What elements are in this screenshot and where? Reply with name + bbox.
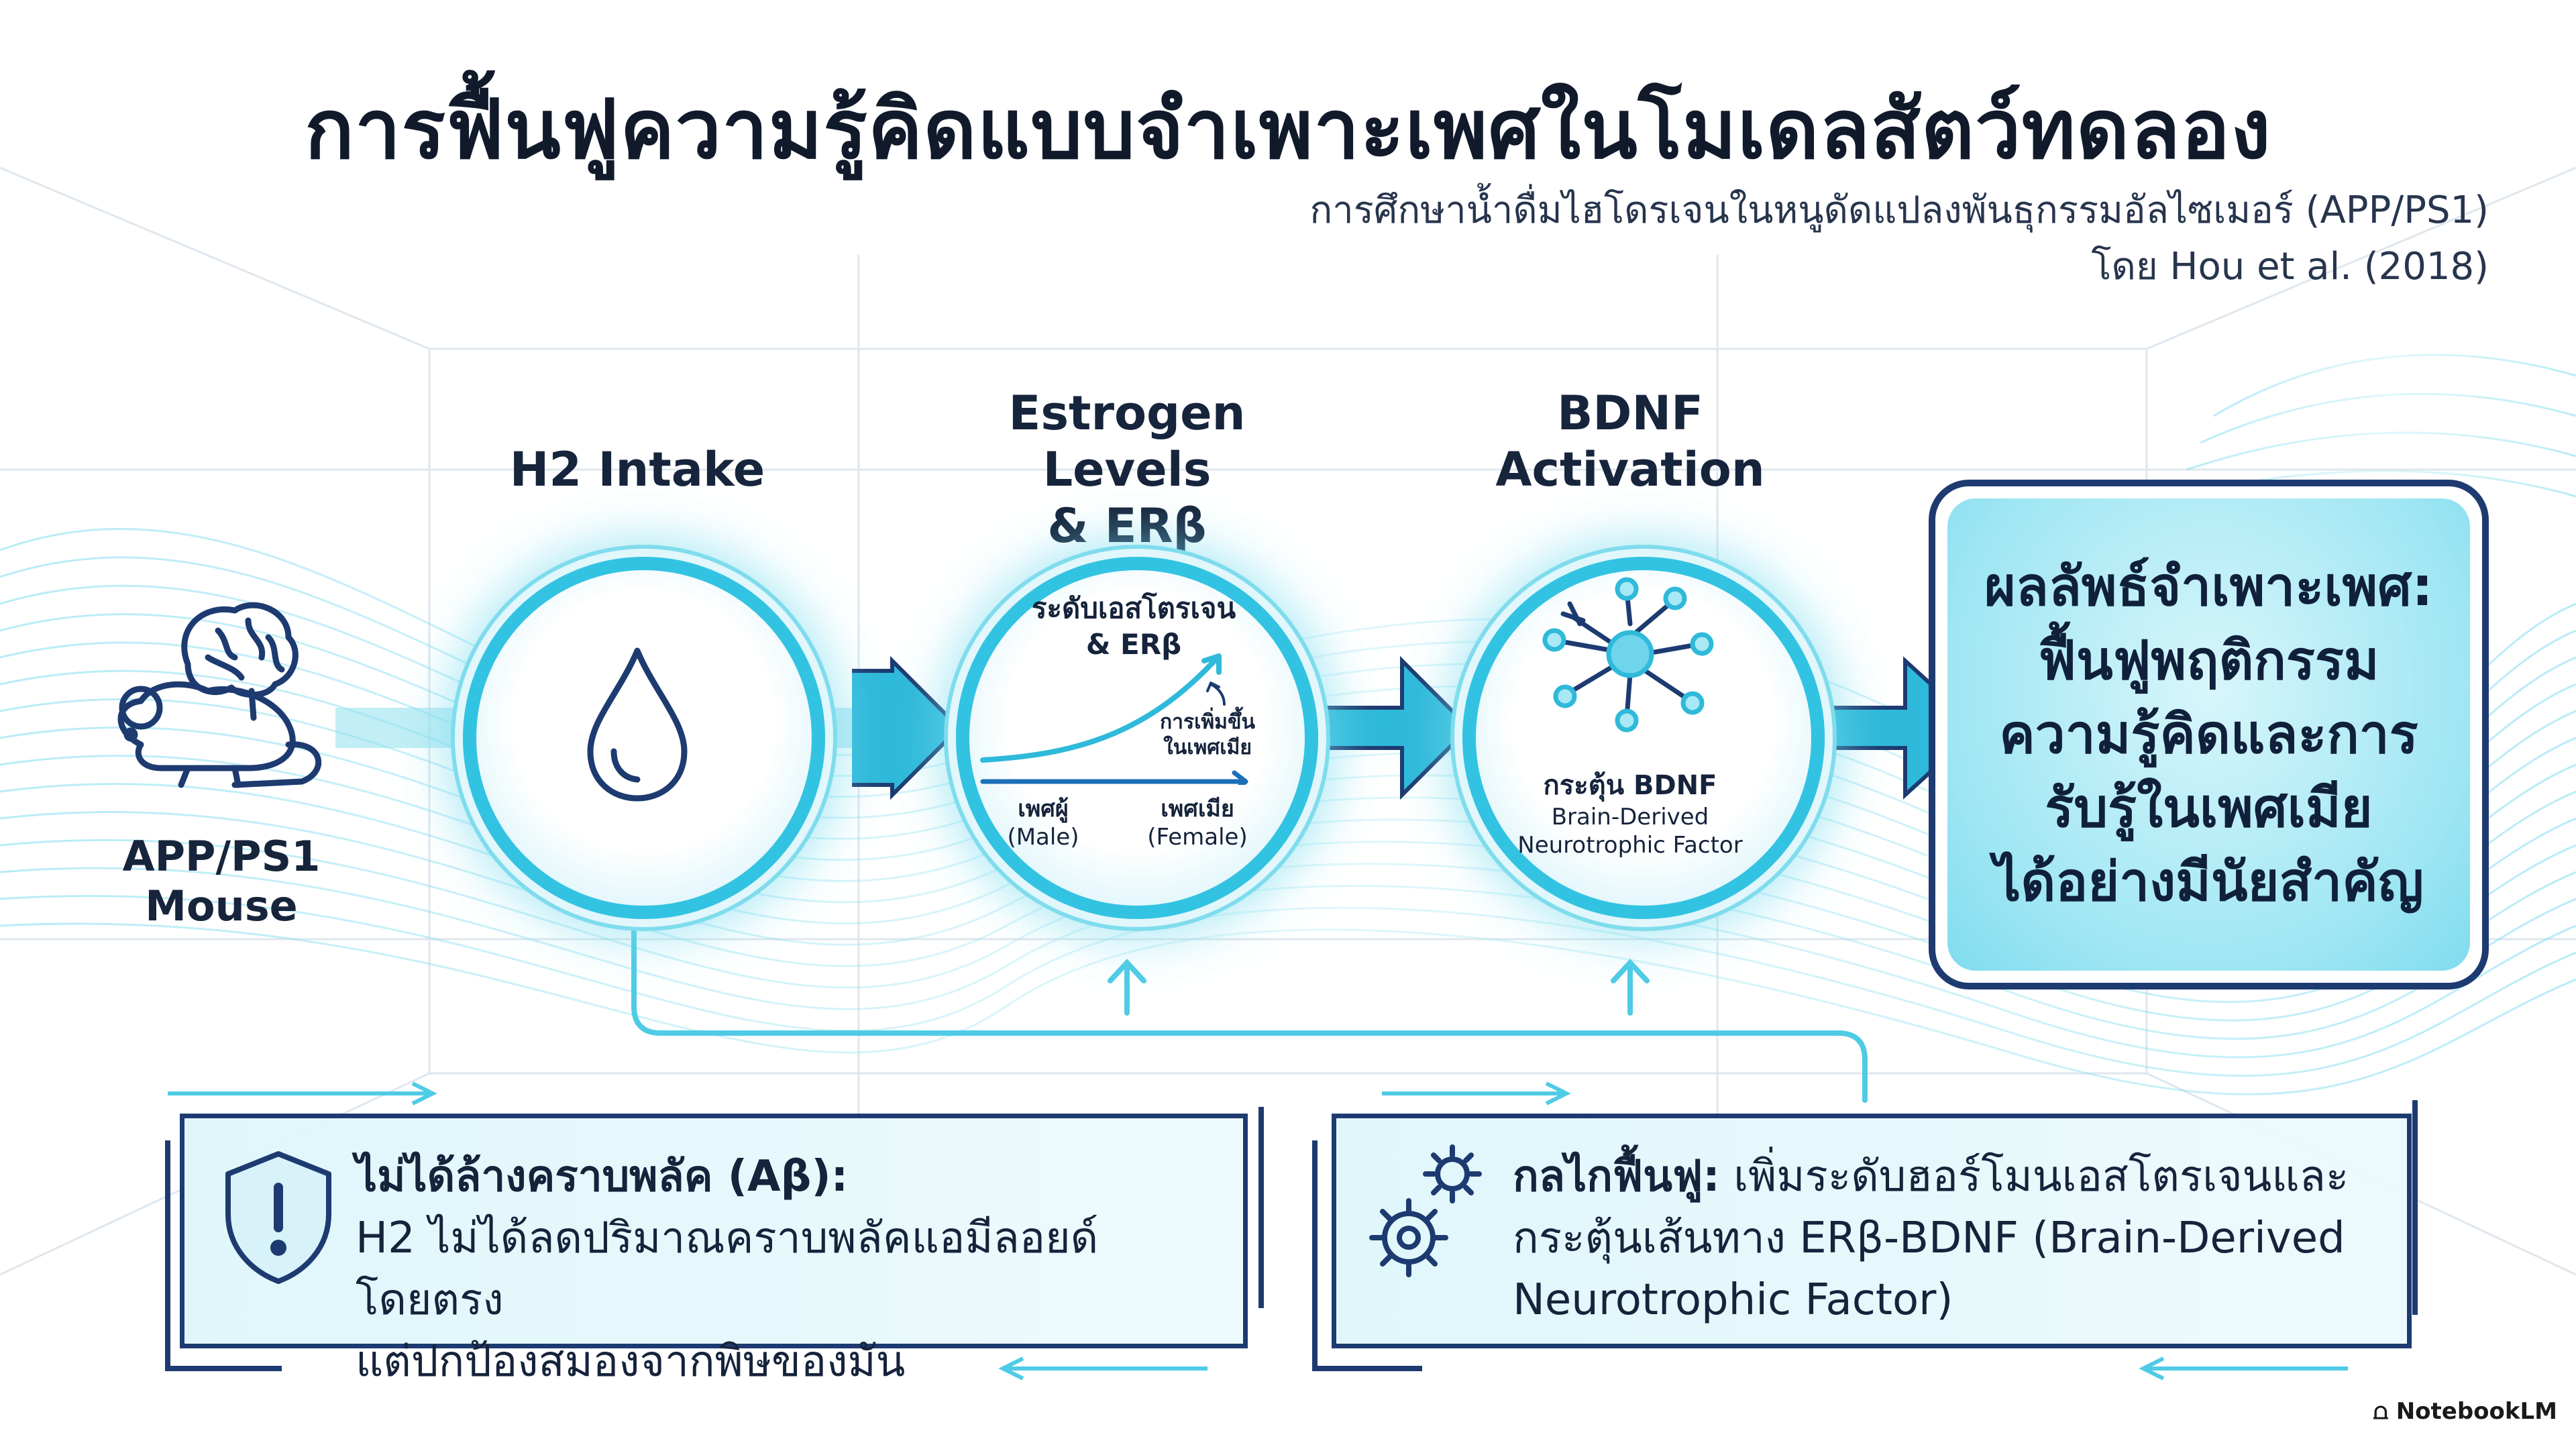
brand-notebooklm: ⩍ NotebookLM [2373, 1398, 2557, 1425]
stage-h2-title: H2 Intake [470, 441, 805, 498]
stage-estrogen-title-line-2: & ERβ [1047, 498, 1207, 553]
water-drop-icon [580, 644, 694, 805]
neuron-icon [1533, 577, 1727, 738]
page-title: การฟื้นฟูความรู้คิดแบบจำเพาะเพศในโมเดลสั… [305, 82, 2271, 177]
result-line-1: ผลลัพธ์จำเพาะเพศ: [1984, 555, 2434, 618]
subtitle-line-2: โดย Hou et al. (2018) [2091, 245, 2489, 288]
bdnf-inner-sub-1: Brain-Derived [1551, 804, 1709, 830]
male-label-en: (Male) [1007, 824, 1079, 851]
male-label-th: เพศผู้ [1018, 796, 1069, 822]
bdnf-inner-text: กระตุ้น BDNF Brain-Derived Neurotrophic … [1496, 768, 1764, 859]
stage-bdnf-title-line-1: BDNF [1557, 386, 1703, 441]
estrogen-inner-title: ระดับเอสโตรเจน & ERβ [1000, 590, 1268, 663]
mouse-label: APP/PS1 Mouse [94, 832, 349, 931]
rising-curve-icon [976, 631, 1258, 785]
increase-note-line-2: ในเพศเมีย [1163, 736, 1252, 759]
info-mechanism-heading: กลไกฟื้นฟู: [1513, 1152, 1720, 1201]
stage-bdnf-title: BDNF Activation [1462, 385, 1798, 498]
info-box-plaque [180, 1114, 1248, 1348]
bdnf-inner-sub-2: Neurotrophic Factor [1517, 832, 1743, 859]
result-line-5: ได้อย่างมีนัยสำคัญ [1994, 851, 2424, 913]
female-label: เพศเมีย (Female) [1127, 795, 1268, 851]
info-plaque-heading: ไม่ได้ล้างคราบพลัค (Aβ): [356, 1152, 849, 1201]
subtitle-line-1: การศึกษาน้ำดื่มไฮโดรเจนในหนูดัดแปลงพันธุ… [1309, 189, 2489, 232]
info-plaque-line-3: แต่ปกป้องสมองจากพิษของมัน [356, 1337, 906, 1387]
result-line-4: รับรู้ในเพศเมีย [2045, 777, 2373, 839]
mouse-label-line-1: APP/PS1 [122, 832, 321, 881]
increase-note-line-1: การเพิ่มขึ้น [1160, 710, 1255, 734]
increase-note: การเพิ่มขึ้น ในเพศเมีย [1140, 710, 1275, 761]
subtitle: การศึกษาน้ำดื่มไฮโดรเจนในหนูดัดแปลงพันธุ… [1309, 182, 2489, 295]
result-box: ผลลัพธ์จำเพาะเพศ: ฟื้นฟูพฤติกรรม ความรู้… [1929, 480, 2489, 989]
estrogen-inner-title-line-2: & ERβ [1085, 628, 1182, 661]
female-label-en: (Female) [1147, 824, 1248, 851]
info-mechanism-line-3: Neurotrophic Factor) [1513, 1275, 1953, 1325]
info-mechanism-line-1: กลไกฟื้นฟู: เพิ่มระดับฮอร์โมนเอสโตรเจนแล… [1513, 1146, 2405, 1208]
result-line-3: ความรู้คิดและการ [1999, 703, 2418, 765]
info-box-mechanism [1332, 1114, 2412, 1348]
info-mechanism-line-2: กระตุ้นเส้นทาง ERβ-BDNF (Brain-Derived [1513, 1214, 2345, 1263]
stage-h2-title-line-1: H2 Intake [509, 442, 765, 497]
info-mechanism-text: กลไกฟื้นฟู: เพิ่มระดับฮอร์โมนเอสโตรเจนแล… [1513, 1146, 2405, 1331]
male-label: เพศผู้ (Male) [986, 795, 1100, 851]
stage-estrogen-title: Estrogen Levels & ERβ [926, 385, 1328, 554]
shield-alert-icon [218, 1147, 339, 1288]
info-plaque-line-2: H2 ไม่ได้ลดปริมาณคราบพลัคแอมีลอยด์โดยตรง [356, 1214, 1099, 1325]
result-text: ผลลัพธ์จำเพาะเพศ: ฟื้นฟูพฤติกรรม ความรู้… [1947, 498, 2470, 971]
mouse-brain-icon [101, 590, 335, 792]
gears-icon [1358, 1140, 1493, 1288]
brand-logo-icon: ⩍ [2373, 1398, 2396, 1425]
info-mechanism-line-1-rest: เพิ่มระดับฮอร์โมนเอสโตรเจนและ [1719, 1152, 2349, 1201]
brand-label: NotebookLM [2396, 1398, 2557, 1425]
info-plaque-text: ไม่ได้ล้างคราบพลัค (Aβ): H2 ไม่ได้ลดปริม… [356, 1146, 1241, 1393]
female-label-th: เพศเมีย [1161, 796, 1234, 822]
estrogen-inner-title-line-1: ระดับเอสโตรเจน [1031, 592, 1236, 625]
stage-bdnf-title-line-2: Activation [1495, 442, 1765, 497]
bdnf-inner-title: กระตุ้น BDNF [1543, 770, 1717, 801]
mouse-label-line-2: Mouse [145, 881, 298, 930]
result-line-2: ฟื้นฟูพฤติกรรม [2038, 629, 2379, 692]
stage-estrogen-title-line-1: Estrogen Levels [1008, 386, 1246, 497]
